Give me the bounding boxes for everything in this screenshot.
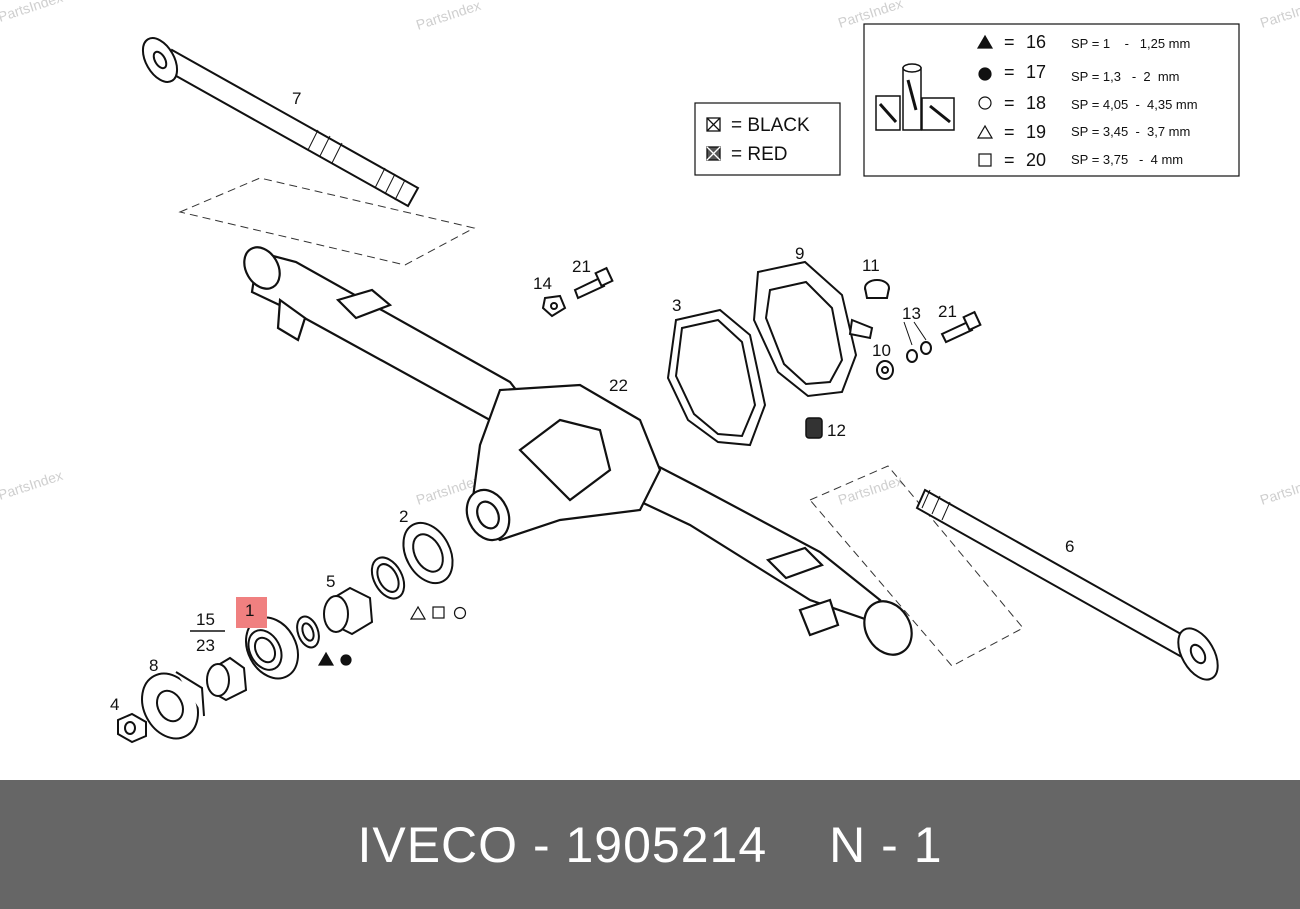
- bearing-2: [402, 521, 454, 585]
- x-filled-square-icon: [706, 146, 721, 161]
- filled-triangle-icon: [976, 34, 994, 49]
- axle-exploded-diagram: PartsIndex PartsIndex PartsIndex PartsIn…: [0, 0, 1300, 744]
- shim-spec: SP = 4,05 - 4,35 mm: [1071, 97, 1198, 112]
- svg-text:=: =: [1004, 32, 1015, 52]
- diagram-position: N - 1: [829, 816, 943, 873]
- shim-ring: [370, 556, 406, 600]
- sleeve: [206, 656, 248, 702]
- axle-shaft-right: [915, 488, 1219, 681]
- label-23: 23: [196, 636, 215, 655]
- label-15: 15: [196, 610, 215, 629]
- shim-spec: SP = 3,75 - 4 mm: [1071, 152, 1183, 167]
- label-9: 9: [795, 244, 804, 263]
- svg-text:=: =: [1004, 93, 1015, 113]
- axle-housing: [243, 246, 913, 656]
- differential-cover: [752, 260, 874, 398]
- label-2: 2: [399, 507, 408, 526]
- label-7: 7: [292, 89, 301, 108]
- part-labels: 1 2 3 4 5 6 7 8 9 10 11 12 13 14 15 23 2…: [110, 89, 1074, 714]
- shim-blocks-illustration: [875, 63, 955, 131]
- part-highlight: [236, 597, 267, 628]
- watermark: PartsIndex: [0, 0, 65, 25]
- shim-legend: = = = = = 16 17 18 19 20 SP = 1 - 1,25 m…: [863, 23, 1240, 177]
- label-14: 14: [533, 274, 552, 293]
- x-hatched-square-icon: [706, 117, 721, 132]
- watermark: PartsIndex: [1258, 472, 1300, 508]
- label-22: 22: [609, 376, 628, 395]
- filled-circle-icon: [978, 67, 992, 81]
- washer: [296, 615, 320, 649]
- shim-markers: [317, 605, 467, 666]
- open-square-icon: [978, 153, 992, 167]
- svg-text:=: =: [1004, 62, 1015, 82]
- label-5: 5: [326, 572, 335, 591]
- part-number-footer: IVECO - 1905214 N - 1: [0, 780, 1300, 909]
- label-10: 10: [872, 341, 891, 360]
- open-circle-icon: [978, 96, 992, 110]
- shim-spec: SP = 1 - 1,25 mm: [1071, 36, 1190, 51]
- label-6: 6: [1065, 537, 1074, 556]
- dashed-guide-box: [178, 177, 476, 266]
- shim-number: 16: [1026, 32, 1046, 52]
- spacer-5: [323, 586, 374, 636]
- watermark: PartsIndex: [836, 472, 905, 508]
- shim-number: 17: [1026, 62, 1046, 82]
- filled-triangle-icon: [317, 651, 335, 666]
- label-1: 1: [245, 601, 254, 620]
- plug: [864, 279, 890, 299]
- label-3: 3: [672, 296, 681, 315]
- open-triangle-icon: [409, 605, 427, 620]
- legend-red-text: = RED: [731, 144, 788, 165]
- legend-black-text: = BLACK: [731, 115, 810, 136]
- breather: [805, 417, 823, 439]
- fasteners: [541, 266, 982, 380]
- svg-text:=: =: [1004, 150, 1015, 170]
- label-8: 8: [149, 656, 158, 675]
- open-triangle-icon: [976, 124, 994, 139]
- shim-spec: SP = 1,3 - 2 mm: [1071, 69, 1180, 84]
- filled-circle-icon: [340, 654, 352, 666]
- color-legend: = BLACK = RED: [694, 102, 841, 176]
- label-4: 4: [110, 695, 119, 714]
- shim-spec: SP = 3,45 - 3,7 mm: [1071, 124, 1190, 139]
- shim-number: 18: [1026, 93, 1046, 113]
- watermark: PartsIndex: [1258, 0, 1300, 31]
- nut: [117, 712, 147, 744]
- label-21: 21: [938, 302, 957, 321]
- watermark: PartsIndex: [0, 467, 65, 503]
- label-21: 21: [572, 257, 591, 276]
- flange: [141, 671, 205, 740]
- shim-legend-symbols: [976, 34, 994, 167]
- watermark: PartsIndex: [414, 0, 483, 33]
- axle-shaft-left: [141, 37, 420, 208]
- shim-number: 20: [1026, 150, 1046, 170]
- shim-number: 19: [1026, 122, 1046, 142]
- dashed-guide-box: [809, 465, 1024, 667]
- label-13: 13: [902, 304, 921, 323]
- open-circle-icon: [453, 606, 467, 620]
- bearing-1: [245, 616, 299, 680]
- brand-part-number: IVECO - 1905214: [357, 816, 768, 873]
- svg-text:=: =: [1004, 122, 1015, 142]
- label-12: 12: [827, 421, 846, 440]
- cover-gasket: [666, 308, 767, 447]
- open-square-icon: [432, 606, 445, 619]
- label-11: 11: [862, 256, 880, 275]
